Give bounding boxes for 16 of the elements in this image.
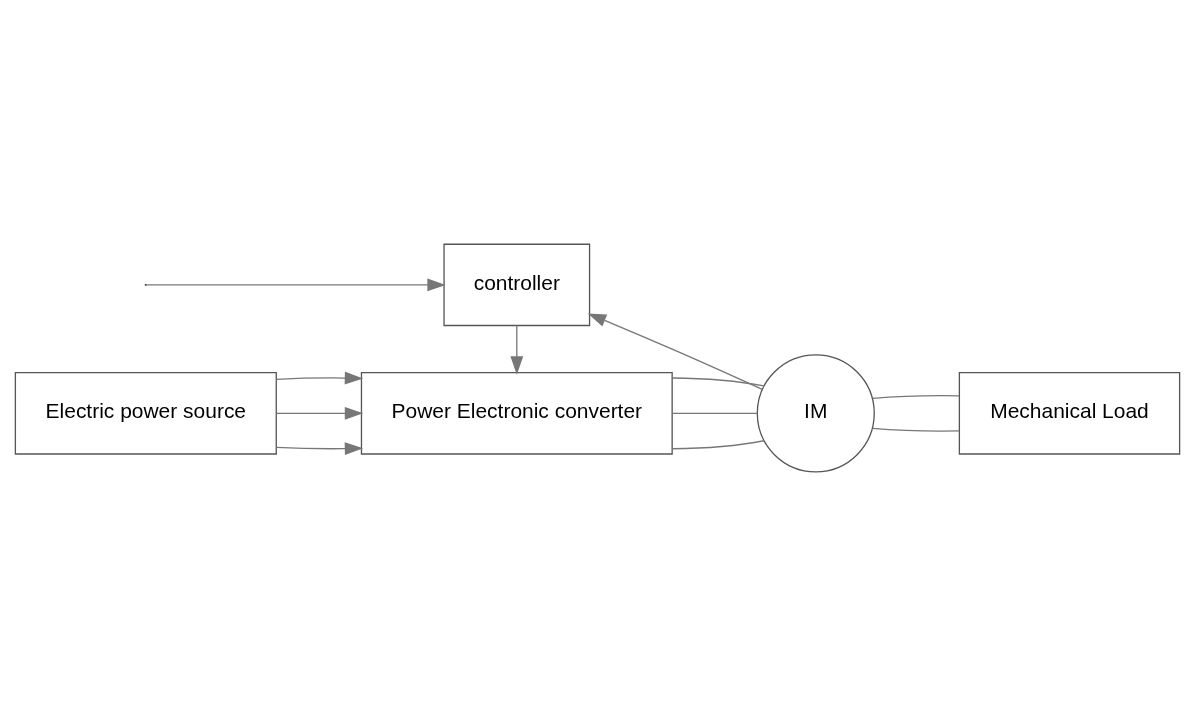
connector xyxy=(671,376,765,387)
arrow xyxy=(275,406,364,420)
arrow xyxy=(146,277,446,291)
arrow xyxy=(510,324,524,375)
node-box: controller xyxy=(443,243,591,326)
arrow xyxy=(275,441,364,455)
node-box: Mechanical Load xyxy=(958,371,1181,455)
connector xyxy=(872,394,960,399)
connector xyxy=(872,427,960,432)
node-circle: IM xyxy=(756,353,875,472)
arrow xyxy=(275,371,364,384)
node-box: Electric power source xyxy=(14,371,277,455)
connector xyxy=(671,439,765,449)
connector xyxy=(671,412,758,414)
node-box: Power Electronic converter xyxy=(360,371,673,455)
arrow xyxy=(587,312,763,390)
